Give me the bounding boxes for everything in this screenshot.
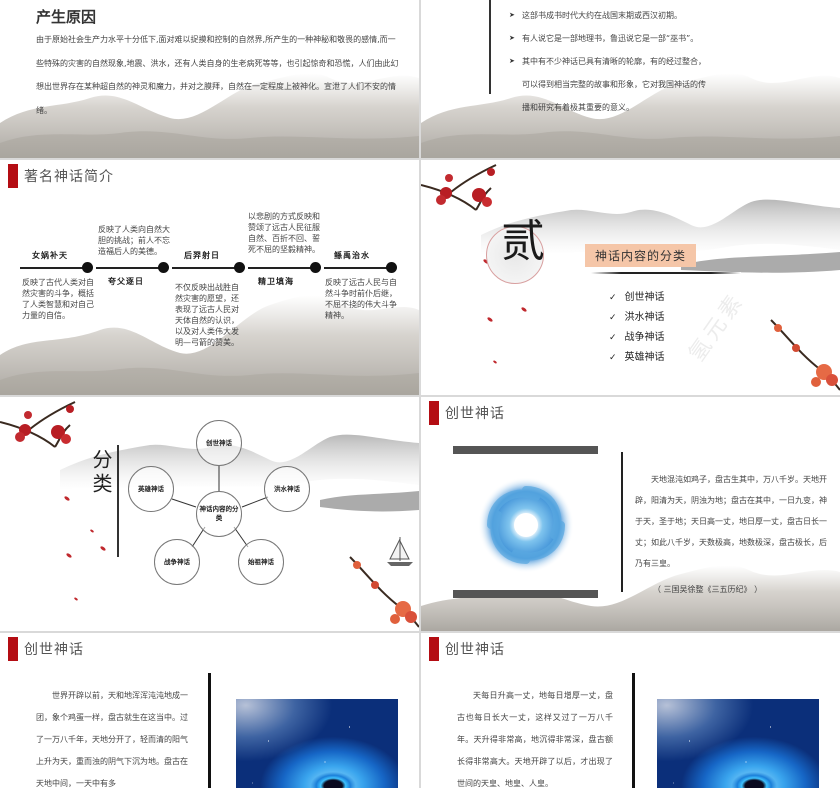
slide-shanhaijing[interactable]: ➤这部书成书时代大约在战国末期或西汉初期。 ➤有人说它是一部地理书，鲁迅说它是一… — [421, 0, 840, 158]
plum-blossom-branch-icon — [421, 164, 497, 211]
timeline-brush-line — [20, 267, 88, 269]
section-number: 贰 — [501, 216, 545, 267]
myth-title: 精卫填海 — [258, 276, 294, 286]
quote-paragraph: 天地混沌如鸡子，盘古生其中，万八千岁。天地开辟，阳清为天，阴浊为地；盘古在其中，… — [635, 475, 827, 568]
mindmap-node: 始祖神话 — [238, 539, 284, 585]
galaxy-image — [236, 699, 398, 788]
checklist-item: ✓战争神话 — [609, 332, 665, 343]
citation: （ 三国吴徐整《三五历纪》 ） — [653, 585, 763, 594]
brush-underline — [591, 272, 741, 274]
sailboat-icon — [387, 537, 413, 566]
blue-swirl-illustration — [478, 477, 574, 573]
timeline-ink-dot — [234, 262, 245, 273]
header-title: 著名神话简介 — [24, 169, 114, 185]
petal-decoration — [520, 306, 528, 313]
plum-blossom-branch-icon — [0, 401, 76, 448]
myth-description: 以悲剧的方式反映和赞颂了远古人民征服自然、百折不回、誓死不屈的坚毅精神。 — [248, 212, 320, 254]
section-number-circle — [486, 226, 544, 284]
checklist-item: ✓英雄神话 — [609, 352, 665, 363]
vertical-divider — [621, 452, 623, 592]
myth-description: 反映了人类向自然大胆的挑战；前人不忘造福后人的美德。 — [98, 225, 170, 256]
bullet-continuation: 可以得到相当完整的故事和形象，它对我国神话的传 — [522, 80, 706, 89]
vertical-divider — [489, 0, 491, 94]
origin-paragraph: 由于原始社会生产力水平十分低下,面对难以捉摸和控制的自然界,所产生的一种神秘和敬… — [36, 35, 399, 115]
vertical-divider — [117, 445, 119, 557]
myth-description: 反映了古代人类对自然灾害的斗争，概括了人类智慧和对自己力量的自信。 — [22, 278, 94, 320]
myth-title: 夸父逐日 — [108, 276, 144, 286]
side-title: 分类 — [89, 449, 113, 497]
slide-header: 创世神话 — [8, 637, 84, 661]
slide-header: 著名神话简介 — [8, 164, 114, 188]
mindmap-center-node: 神话内容的分类 — [196, 491, 242, 537]
slide-creation-myth-1[interactable]: 创世神话 天地混沌如鸡子，盘古生其中，万八千岁。天地开辟，阳清为天，阴浊为地；盘… — [421, 397, 840, 631]
slide-section-two[interactable]: 氢元素 贰 神话内容的分类 ✓创世神话 ✓洪水神话 ✓战争神话 ✓英雄神话 — [421, 160, 840, 395]
story-paragraph: 天每日升高一丈，地每日增厚一丈，盘古也每日长大一丈，这样又过了一万八千年。天升得… — [457, 691, 613, 788]
header-accent-bar — [8, 164, 18, 188]
petal-decoration — [492, 360, 498, 364]
arrow-bullet-icon: ➤ — [509, 11, 515, 19]
galaxy-image — [657, 699, 819, 788]
frame-band-top — [453, 446, 598, 454]
story-paragraph: 世界开辟以前，天和地浑浑沌沌地成一团，象个鸡蛋一样，盘古就生在这当中。过了一万八… — [36, 691, 188, 788]
slide-header: 创世神话 — [429, 637, 505, 661]
slide-title: 产生原因 — [36, 8, 97, 26]
timeline-brush-line — [172, 267, 240, 269]
petal-decoration — [89, 529, 95, 533]
header-title: 创世神话 — [445, 406, 505, 422]
petal-decoration — [73, 597, 79, 601]
header-title: 创世神话 — [24, 642, 84, 658]
petal-decoration — [486, 316, 494, 323]
timeline-brush-line — [96, 267, 164, 269]
myth-title: 鲧禹治水 — [334, 250, 370, 260]
mindmap-node: 洪水神话 — [264, 466, 310, 512]
petal-decoration — [65, 552, 73, 559]
arrow-bullet-icon: ➤ — [509, 57, 515, 65]
check-icon: ✓ — [609, 313, 617, 323]
header-accent-bar — [429, 401, 439, 425]
arrow-bullet-icon: ➤ — [509, 34, 515, 42]
checklist-item: ✓洪水神话 — [609, 312, 665, 323]
petal-decoration — [63, 495, 71, 502]
myth-description: 反映了远古人民与自然斗争时前仆后继，不屈不挠的伟大斗争精神。 — [325, 278, 397, 320]
section-title-tag: 神话内容的分类 — [585, 244, 697, 267]
timeline-ink-dot — [158, 262, 169, 273]
mindmap-node: 创世神话 — [196, 420, 242, 466]
timeline-ink-dot — [386, 262, 397, 273]
checklist-item: ✓创世神话 — [609, 292, 665, 303]
timeline-brush-line — [324, 267, 392, 269]
timeline-ink-dot — [82, 262, 93, 273]
petal-decoration — [99, 545, 107, 552]
slide-famous-myths[interactable]: 著名神话简介 女娲补天 反映了古代人类对自然灾害的斗争，概括了人类智慧和对自己力… — [0, 160, 419, 395]
plum-blossom-branch-icon — [770, 319, 840, 391]
slide-creation-myth-2[interactable]: 创世神话 世界开辟以前，天和地浑浑沌沌地成一团，象个鸡蛋一样，盘古就生在这当中。… — [0, 633, 419, 788]
mindmap-node: 战争神话 — [154, 539, 200, 585]
bullet-item: ➤这部书成书时代大约在战国末期或西汉初期。 — [509, 4, 739, 27]
slide-origin[interactable]: 产生原因 由于原始社会生产力水平十分低下,面对难以捉摸和控制的自然界,所产生的一… — [0, 0, 419, 158]
frame-band-bottom — [453, 590, 598, 598]
header-title: 创世神话 — [445, 642, 505, 658]
bullet-continuation: 播和研究有着极其重要的意义。 — [522, 103, 634, 112]
plum-blossom-branch-icon — [349, 556, 419, 628]
header-accent-bar — [8, 637, 18, 661]
watermark: 氢元素 — [684, 288, 750, 367]
header-accent-bar — [429, 637, 439, 661]
timeline-ink-dot — [310, 262, 321, 273]
myth-description: 不仅反映出战胜自然灾害的愿望，还表现了远古人民对天体自然的认识，以及对人类伟大发… — [175, 283, 239, 347]
vertical-divider — [208, 673, 211, 788]
slide-header: 创世神话 — [429, 401, 505, 425]
bullet-item: ➤其中有不少神话已具有清晰的轮廓，有的经过整合， — [509, 50, 739, 73]
check-icon: ✓ — [609, 293, 617, 303]
vertical-divider — [632, 673, 635, 788]
bullet-list: ➤这部书成书时代大约在战国末期或西汉初期。 ➤有人说它是一部地理书，鲁迅说它是一… — [509, 4, 739, 119]
slide-creation-myth-3[interactable]: 创世神话 天每日升高一丈，地每日增厚一丈，盘古也每日长大一丈，这样又过了一万八千… — [421, 633, 840, 788]
timeline-brush-line — [248, 267, 316, 269]
myth-title: 后羿射日 — [184, 250, 220, 260]
check-icon: ✓ — [609, 353, 617, 363]
bullet-item: ➤有人说它是一部地理书，鲁迅说它是一部“巫书”。 — [509, 27, 739, 50]
slide-classification[interactable]: 分类 神话内容的分类 创世神话 洪水神话 始祖神话 战争神话 英雄神话 — [0, 397, 419, 631]
category-checklist: ✓创世神话 ✓洪水神话 ✓战争神话 ✓英雄神话 — [609, 288, 665, 368]
mindmap-node: 英雄神话 — [128, 466, 174, 512]
check-icon: ✓ — [609, 333, 617, 343]
myth-title: 女娲补天 — [32, 250, 68, 260]
